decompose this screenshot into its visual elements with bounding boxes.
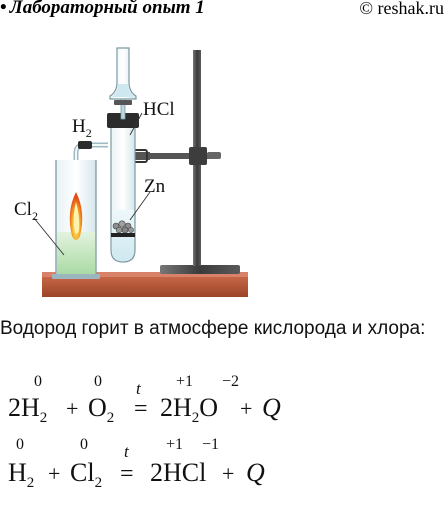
funnel-stem [120, 98, 126, 120]
site-credit: © reshak.ru [359, 0, 444, 18]
condition-t: t [124, 442, 130, 461]
reactant-2: O2 [88, 393, 114, 426]
exercise-title: •Лабораторный опыт 1 [0, 0, 205, 19]
equation-water: 0 0 t +1 −2 2H2 + O2 = 2H2O + Q [8, 373, 281, 426]
heat-q: Q [246, 458, 265, 487]
ox-state-cl-product: −1 [202, 436, 219, 453]
experiment-illustration: H2 HCl Zn Cl2 [14, 47, 248, 297]
ox-state-h-product: +1 [176, 373, 193, 390]
zn-label: Zn [144, 176, 166, 197]
lab-bench-top [42, 272, 248, 277]
ox-state-cl: 0 [80, 436, 88, 453]
plus-sign-2: + [240, 396, 252, 421]
title-text: Лабораторный опыт 1 [9, 0, 205, 18]
clamp-boss [189, 147, 207, 165]
plus-sign-2: + [222, 461, 234, 486]
reactant-1: 2H2 [8, 393, 47, 426]
hcl-label: HCl [143, 99, 175, 120]
caption-text: Водород горит в атмосфере кислорода и хл… [0, 318, 426, 339]
clamp-arm [150, 153, 216, 159]
ox-state-h: 0 [16, 436, 24, 453]
equals-sign: = [134, 396, 148, 422]
clamp-screw [207, 152, 221, 159]
equals-sign: = [120, 461, 134, 487]
cylinder-base [52, 274, 100, 279]
funnel-tap [114, 100, 132, 105]
hcl-leader [129, 112, 143, 136]
ox-state-h: 0 [34, 373, 42, 390]
h2-label: H2 [72, 116, 92, 140]
rubber-stopper [107, 113, 139, 128]
plus-sign-1: + [48, 461, 60, 486]
plus-sign-1: + [66, 396, 78, 421]
stand-base [160, 265, 240, 274]
condition-t: t [136, 379, 142, 398]
lab-bench [42, 275, 248, 297]
tube-connector [78, 141, 92, 149]
dropping-funnel [109, 47, 137, 100]
zinc-support [111, 233, 135, 237]
flame-core [73, 202, 80, 234]
product: 2HCl [150, 458, 206, 487]
zn-leader [129, 191, 151, 221]
reactant-2: Cl2 [70, 458, 102, 491]
cl2-label: Cl2 [14, 199, 38, 223]
zinc-granules [112, 220, 134, 234]
heat-q: Q [262, 393, 281, 422]
bullet: • [0, 0, 7, 18]
funnel-liquid [112, 84, 134, 97]
equation-hydrogen-chloride: 0 0 t +1 −1 H2 + Cl2 = 2HCl + Q [8, 436, 265, 491]
product: 2H2O [160, 393, 218, 426]
ox-state-h-product: +1 [166, 436, 183, 453]
ox-state-o-product: −2 [222, 373, 239, 390]
cl2-leader [33, 217, 65, 256]
reactant-1: H2 [8, 458, 34, 491]
page: •Лабораторный опыт 1 © reshak.ru [0, 0, 444, 491]
ox-state-o: 0 [94, 373, 102, 390]
